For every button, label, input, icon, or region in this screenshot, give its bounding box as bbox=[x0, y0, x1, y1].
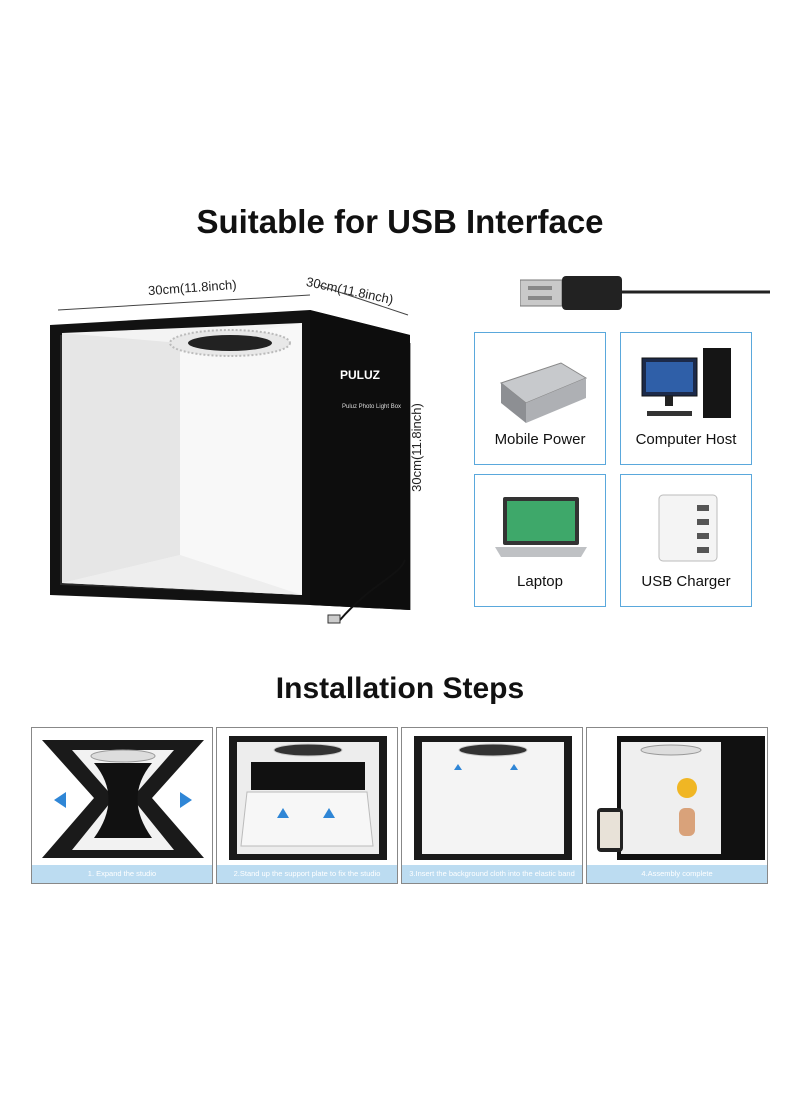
step-caption: 3.Insert the background cloth into the e… bbox=[402, 865, 582, 883]
usb-charger-icon bbox=[658, 494, 718, 562]
laptop-icon bbox=[495, 497, 587, 557]
device-card-computer-host: Computer Host bbox=[620, 332, 752, 465]
installation-heading: Installation Steps bbox=[275, 672, 525, 705]
flower-icon bbox=[677, 778, 697, 798]
step-panel-4: 4.Assembly complete bbox=[586, 727, 768, 884]
brand-logo: PULUZ bbox=[340, 368, 380, 382]
step-panel-2: 2.Stand up the support plate to fix the … bbox=[216, 727, 398, 884]
product-label: Puluz Photo Light Box bbox=[342, 404, 402, 410]
arrow-right-icon bbox=[180, 792, 192, 808]
arrow-up-icon bbox=[323, 808, 335, 818]
assembly-complete-illustration bbox=[597, 736, 765, 860]
step-caption: 2.Stand up the support plate to fix the … bbox=[217, 865, 397, 883]
step-caption: 4.Assembly complete bbox=[587, 865, 767, 883]
device-label: Mobile Power bbox=[494, 431, 586, 448]
expand-studio-illustration bbox=[42, 740, 204, 858]
light-box-illustration bbox=[50, 284, 411, 624]
device-label: Computer Host bbox=[635, 431, 737, 448]
desktop-computer-icon bbox=[641, 348, 731, 418]
background-cloth-illustration bbox=[414, 736, 572, 860]
power-bank-icon bbox=[499, 362, 588, 423]
device-card-usb-charger: USB Charger bbox=[620, 474, 752, 607]
device-label: Laptop bbox=[517, 573, 563, 590]
interface-heading: Suitable for USB Interface bbox=[196, 203, 604, 240]
arrow-up-icon bbox=[277, 808, 289, 818]
step-panel-3: 3.Insert the background cloth into the e… bbox=[401, 727, 583, 884]
device-card-mobile-power: Mobile Power bbox=[474, 332, 606, 465]
usb-cable-icon bbox=[520, 276, 770, 310]
step-panel-1: 1. Expand the studio bbox=[31, 727, 213, 884]
device-card-laptop: Laptop bbox=[474, 474, 606, 607]
device-label: USB Charger bbox=[641, 573, 731, 590]
support-plate-illustration bbox=[229, 736, 387, 860]
step-caption: 1. Expand the studio bbox=[32, 865, 212, 883]
arrow-up-icon bbox=[510, 764, 518, 770]
arrow-up-icon bbox=[454, 764, 462, 770]
arrow-left-icon bbox=[54, 792, 66, 808]
